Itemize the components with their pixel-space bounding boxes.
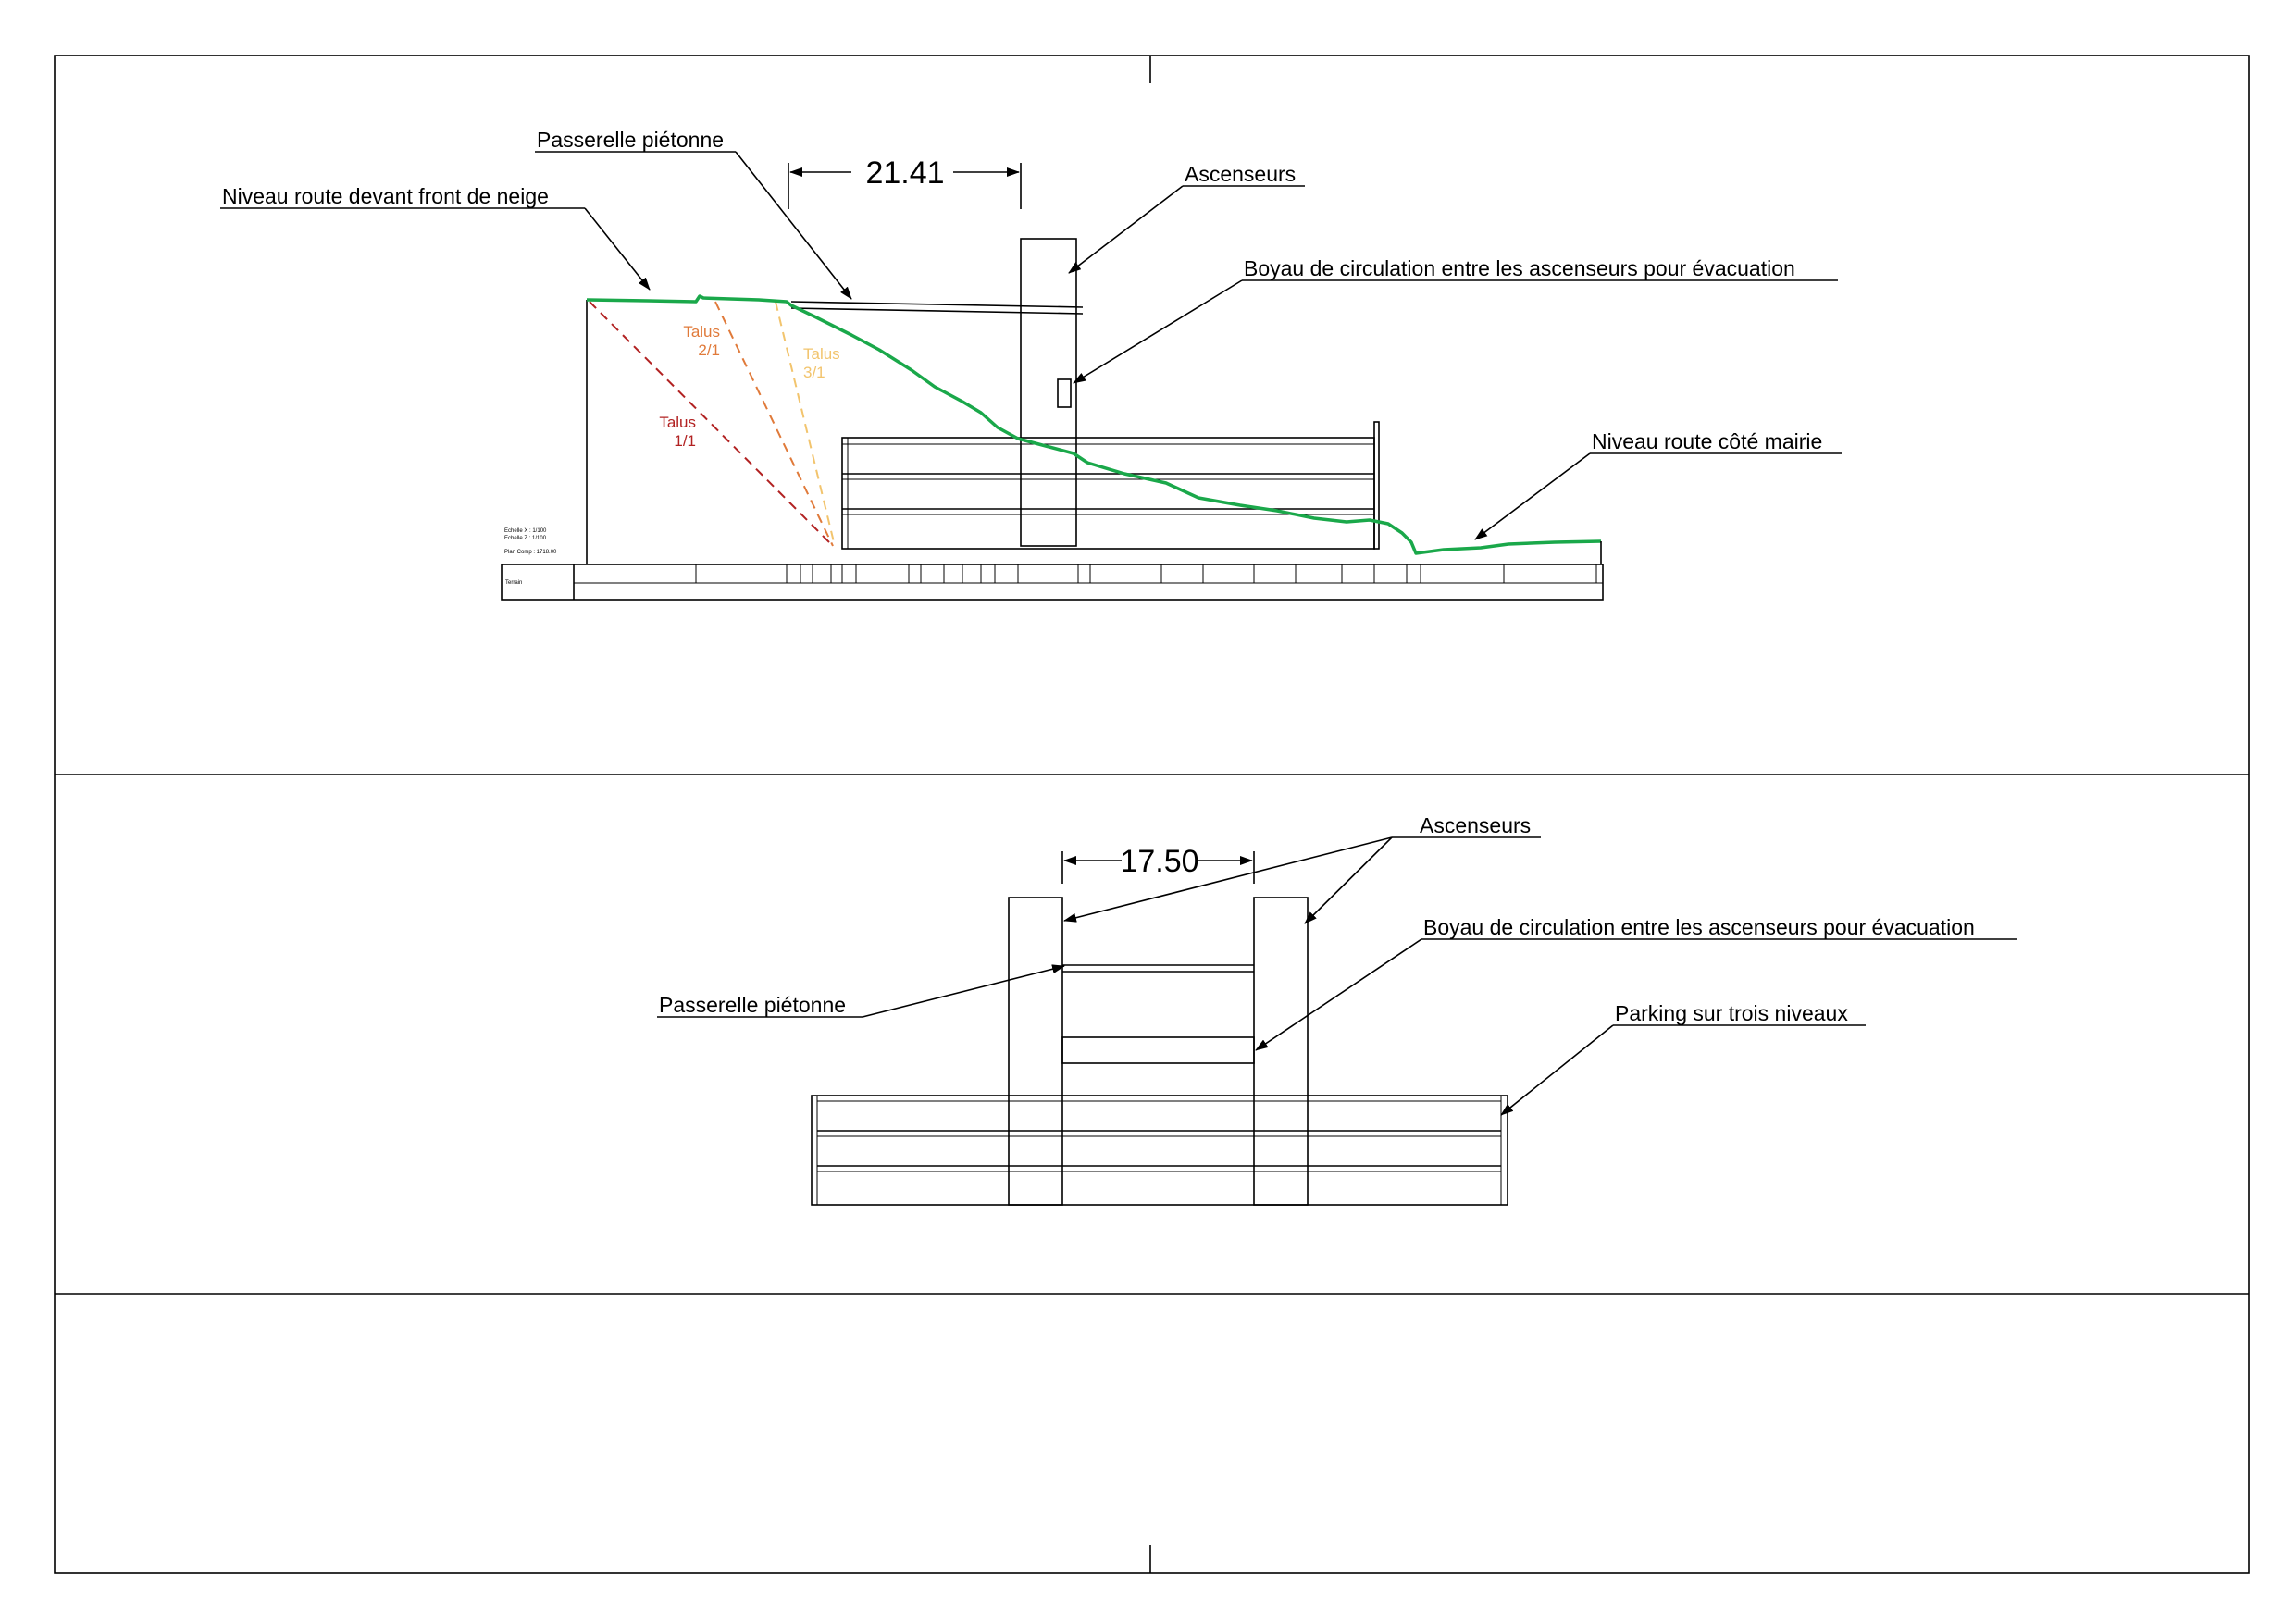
label-ascenseurs-bottom: Ascenseurs — [1420, 813, 1531, 837]
talus-2-1-ratio: 2/1 — [698, 341, 720, 359]
talus-1-1-line — [589, 301, 834, 547]
elevator-shaft — [1020, 238, 1077, 547]
profile-table: Terrain — [501, 564, 1604, 601]
talus-2-1-line — [714, 301, 834, 547]
label-passerelle-bottom: Passerelle piétonne — [659, 993, 846, 1017]
label-niveau-mairie: Niveau route côté mairie — [1592, 429, 1822, 453]
terrain-line — [586, 294, 1602, 555]
profile-echelle-z: Echelle Z : 1/100 — [504, 536, 547, 541]
profile-terrain-label: Terrain — [505, 580, 522, 586]
label-boyau-bottom: Boyau de circulation entre les ascenseur… — [1423, 915, 1975, 939]
label-niveau-front: Niveau route devant front de neige — [222, 184, 549, 208]
profile-plan-comp: Plan Comp : 1718.00 — [504, 550, 557, 555]
sheet-border — [54, 55, 2250, 1574]
profile-echelle-x: Echelle X : 1/100 — [504, 528, 547, 534]
section-top: Talus 2/1 Talus 3/1 Talus 1/1 — [220, 128, 1842, 601]
elevator-shaft-right — [1253, 897, 1309, 1206]
evacuation-corridor — [1061, 1036, 1255, 1064]
talus-1-1-ratio: 1/1 — [674, 432, 696, 450]
dimension-21-41: 21.41 — [865, 155, 944, 191]
talus-3-1-line — [775, 301, 836, 547]
label-passerelle-top: Passerelle piétonne — [537, 128, 724, 152]
label-boyau-top: Boyau de circulation entre les ascenseur… — [1244, 256, 1795, 280]
talus-1-1-label: Talus — [659, 414, 696, 431]
label-parking: Parking sur trois niveaux — [1615, 1001, 1848, 1025]
dimension-17-50: 17.50 — [1120, 844, 1198, 879]
talus-3-1-ratio: 3/1 — [803, 364, 825, 381]
elevator-shaft-left — [1008, 897, 1063, 1206]
section-bottom: 17.50 Ascenseurs Boyau de circulation en… — [657, 813, 2017, 1206]
evacuation-box — [1057, 378, 1072, 408]
parking-block — [841, 437, 1375, 550]
parking-block-bottom — [811, 1095, 1508, 1206]
talus-3-1-label: Talus — [803, 345, 840, 363]
talus-2-1-label: Talus — [683, 323, 720, 341]
label-ascenseurs-top: Ascenseurs — [1185, 162, 1296, 186]
